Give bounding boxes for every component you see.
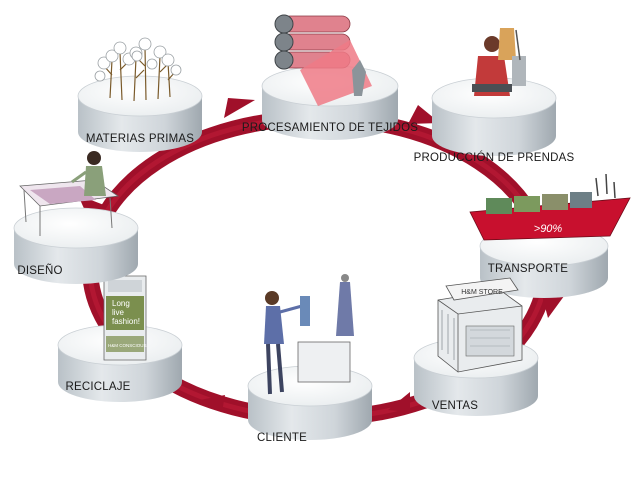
stage-procesamiento-tejidos: PROCESAMIENTO DE TEJIDOS	[242, 14, 418, 140]
label-ventas: VENTAS	[432, 400, 478, 412]
stage-ventas: VENTAS H&M STORE	[413, 277, 539, 416]
garment-worker-icon	[472, 28, 526, 96]
stage-reciclaje: RECICLAJE Long live fashion! H&M CONSCIO…	[57, 275, 183, 402]
label-cliente: CLIENTE	[257, 432, 307, 444]
recycle-brand: H&M CONSCIOUS	[108, 343, 147, 348]
label-reciclaje: RECICLAJE	[65, 381, 130, 393]
recycle-line-3: fashion!	[112, 317, 140, 326]
cargo-ship-icon: >90%	[469, 173, 631, 241]
stage-transporte: TRANSPORTE >90%	[469, 173, 631, 298]
recycle-line-2: live	[112, 308, 125, 317]
ship-percentage-badge: >90%	[534, 223, 563, 235]
label-diseno: DISEÑO	[17, 264, 62, 277]
arrow-head-bottom-left	[200, 395, 225, 412]
arrow-head-top-left	[224, 98, 255, 118]
stage-materias-primas: MATERIAS PRIMAS	[77, 37, 203, 152]
designer-table-icon	[19, 151, 120, 236]
arrow-head-bottom-right	[388, 392, 410, 412]
store-sign: H&M STORE	[461, 289, 503, 296]
recycle-bin-icon: Long live fashion! H&M CONSCIOUS	[103, 275, 147, 361]
label-transporte: TRANSPORTE	[488, 263, 569, 275]
recycle-line-1: Long	[112, 299, 130, 308]
store-building-icon: H&M STORE	[437, 277, 523, 373]
label-procesamiento-tejidos: PROCESAMIENTO DE TEJIDOS	[242, 122, 418, 134]
stage-produccion-prendas: PRODUCCIÓN DE PRENDAS	[414, 28, 575, 164]
label-materias-primas: MATERIAS PRIMAS	[86, 133, 194, 145]
stage-diseno: DISEÑO	[13, 151, 139, 284]
customer-shopping-icon	[264, 274, 354, 395]
label-produccion-prendas: PRODUCCIÓN DE PRENDAS	[414, 151, 575, 164]
stage-cliente: CLIENTE	[247, 274, 373, 444]
cotton-plants-icon	[103, 47, 176, 102]
fabric-rollers-icon	[274, 14, 372, 106]
